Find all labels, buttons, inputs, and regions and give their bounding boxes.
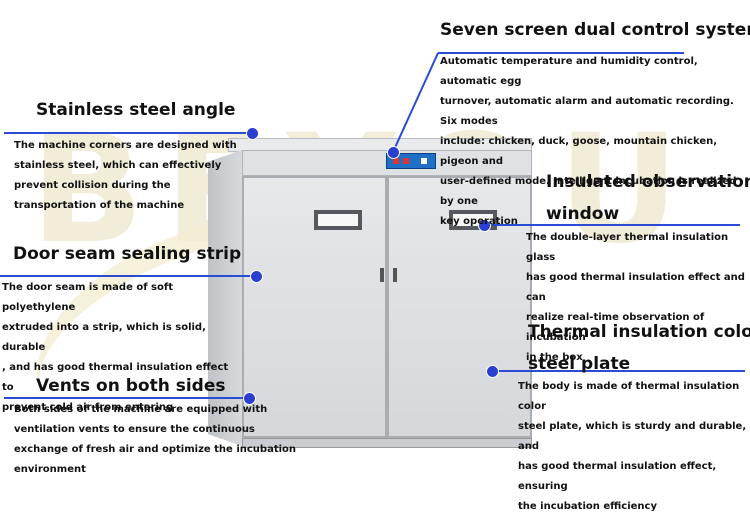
left-door-handle — [380, 268, 384, 282]
seven-screen-title: Seven screen dual control system — [440, 20, 750, 40]
right-door — [387, 176, 532, 438]
thermal-plate-description: The body is made of thermal insulation c… — [518, 381, 747, 512]
vents-title: Vents on both sides — [36, 376, 226, 396]
machine-side-panel — [208, 150, 242, 446]
callout-dot-plate — [486, 365, 499, 378]
callout-leaders — [0, 52, 745, 399]
callout-dot-window — [478, 219, 491, 232]
observation-description: The double-layer thermal insulation glas… — [526, 232, 745, 363]
door-seam-title: Door seam sealing strip — [13, 244, 242, 264]
callout-dot-seam — [250, 270, 263, 283]
callout-dot-stainless — [246, 127, 259, 140]
door-seam-description: The door seam is made of soft polyethyle… — [2, 282, 229, 413]
callout-dot-control — [387, 146, 400, 159]
right-door-handle — [393, 268, 397, 282]
control-display — [386, 153, 436, 169]
observation-title: Insulated observation window — [546, 172, 750, 224]
left-door — [242, 176, 387, 438]
stainless-description: The machine corners are designed with st… — [14, 140, 237, 211]
machine-base — [242, 438, 532, 448]
callout-dot-vents — [243, 392, 256, 405]
seven-screen-description: Automatic temperature and humidity contr… — [440, 56, 737, 227]
thermal-plate-title: Thermal insulation color steel plate — [528, 322, 750, 374]
vents-description: Both sides of the machine are equipped w… — [14, 404, 297, 475]
left-observation-window — [314, 210, 362, 230]
stainless-title: Stainless steel angle — [36, 100, 236, 120]
